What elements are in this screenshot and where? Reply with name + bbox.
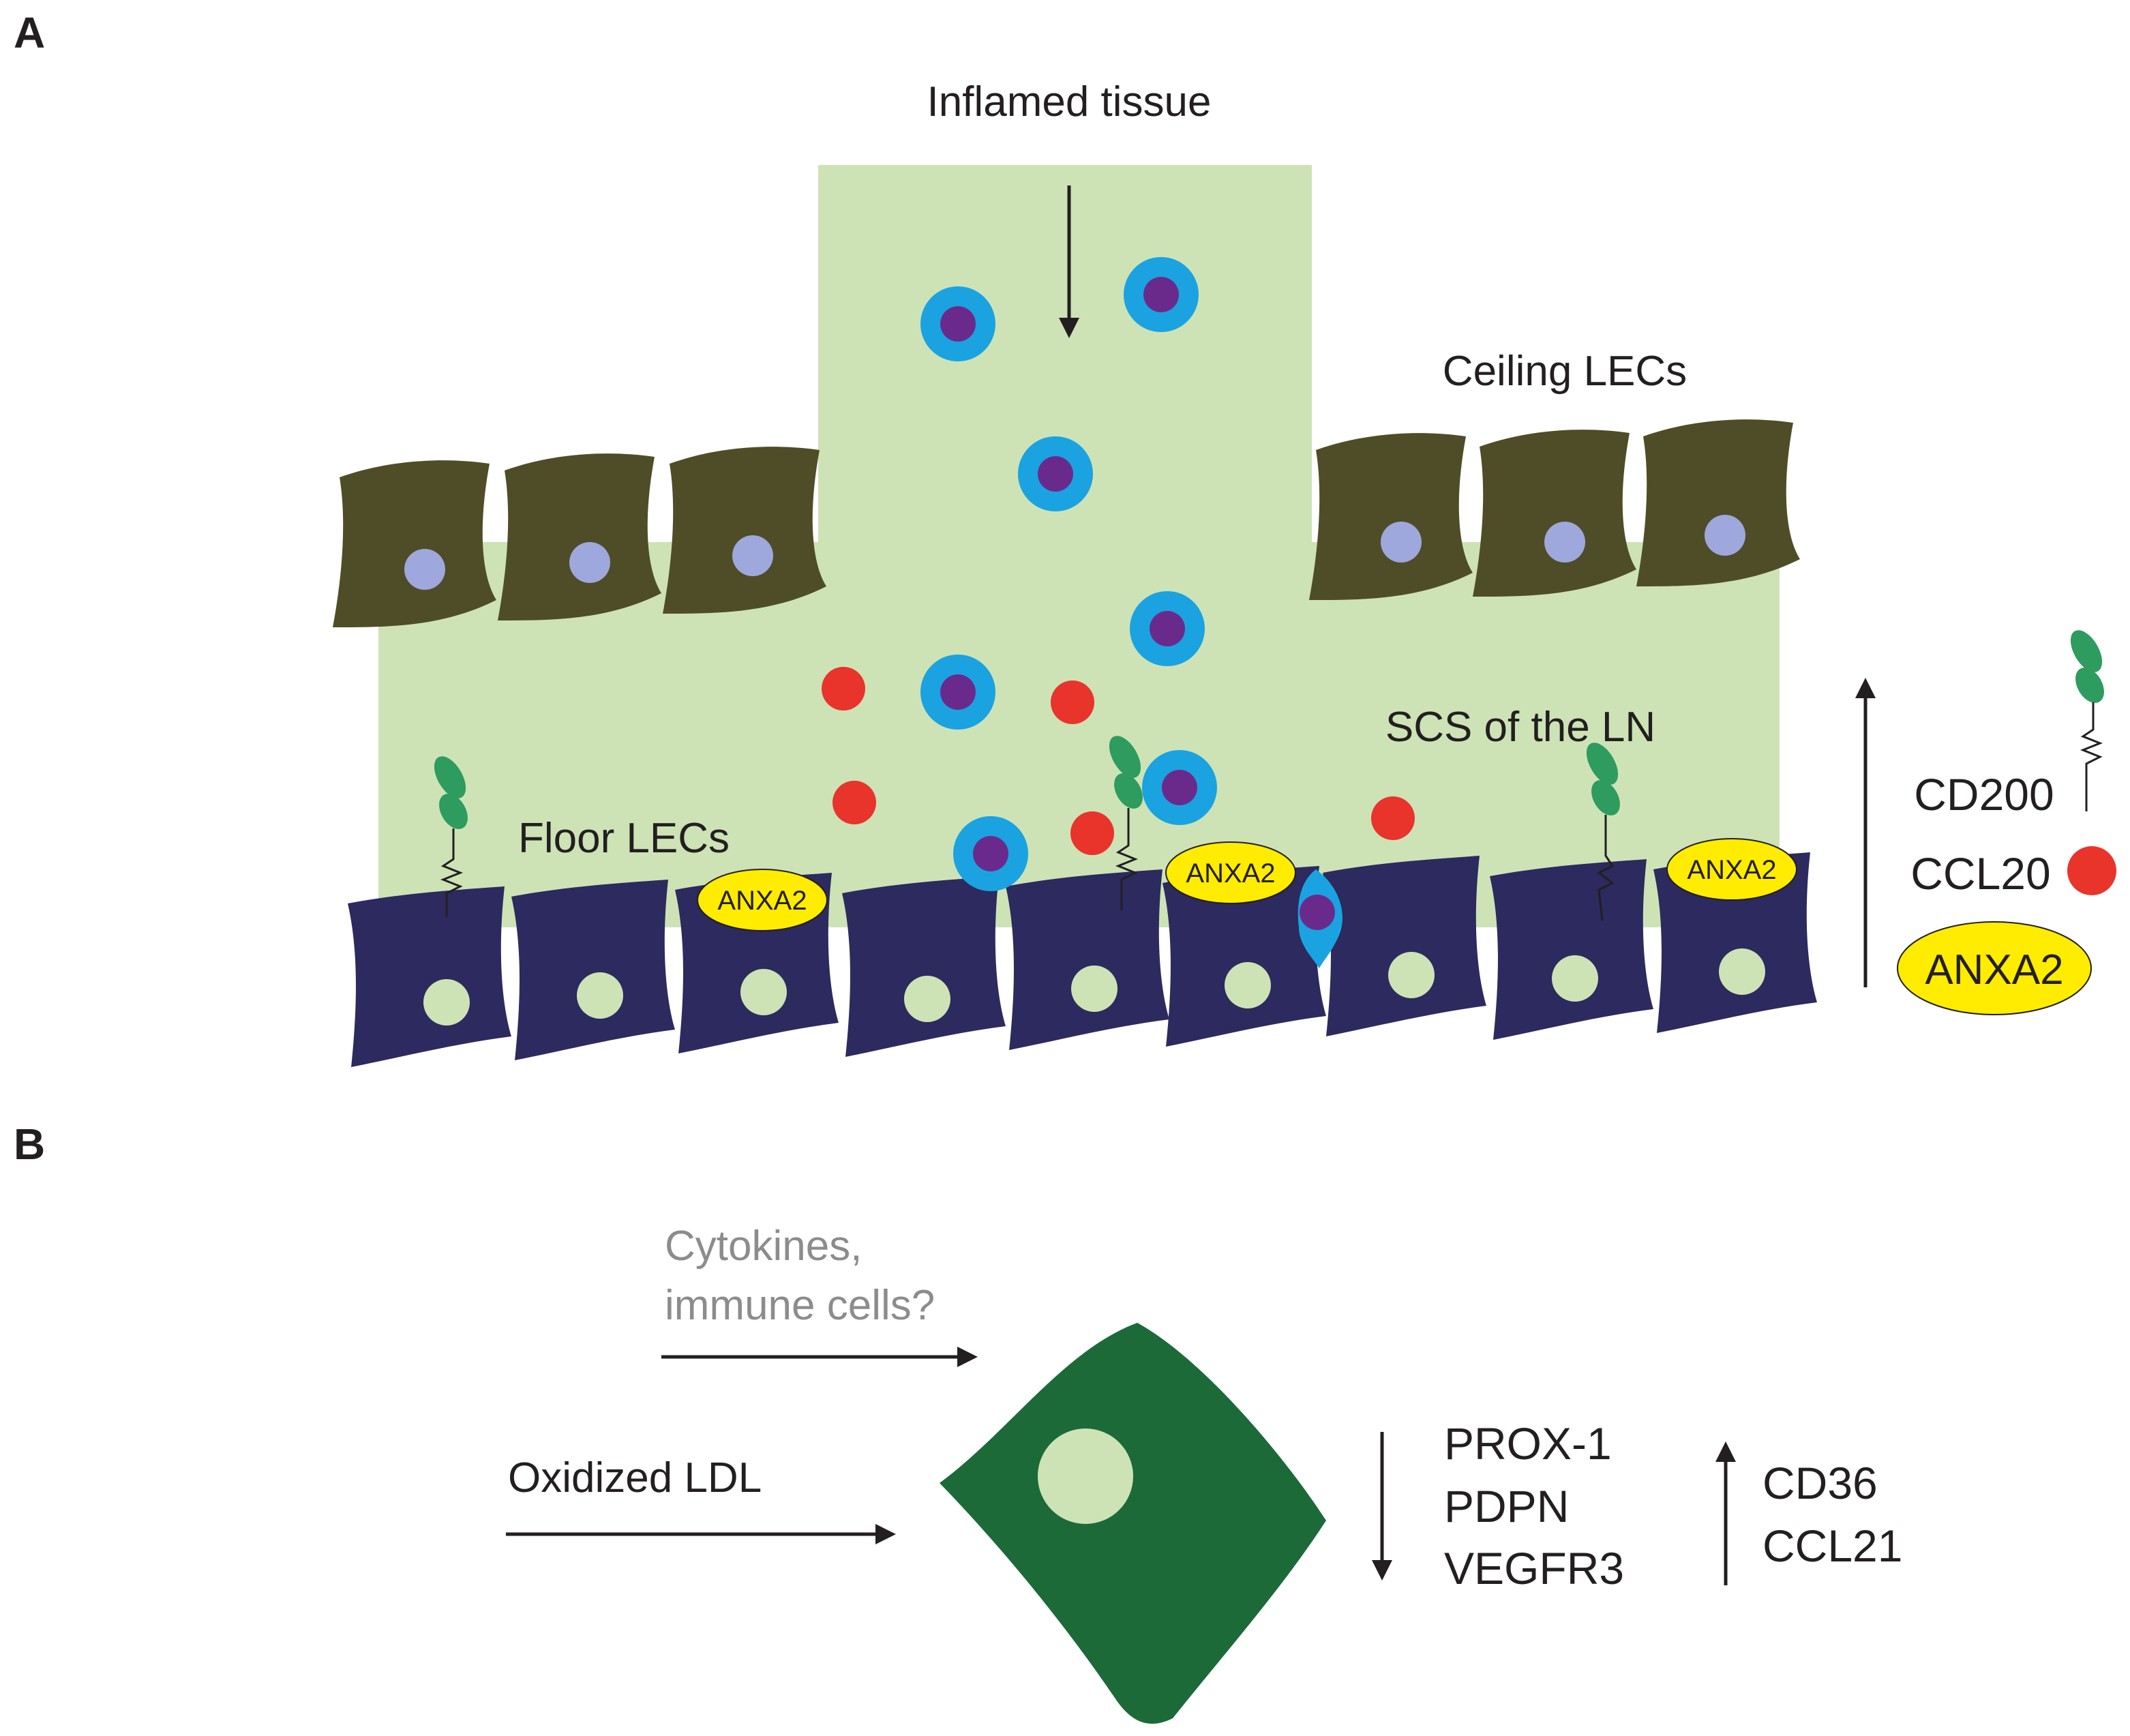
svg-text:PDPN: PDPN — [1444, 1481, 1569, 1531]
svg-text:ANXA2: ANXA2 — [1186, 858, 1275, 888]
scs-label: SCS of the LN — [1385, 704, 1655, 751]
panel-b-letter: B — [14, 1120, 45, 1169]
oxidized-ldl-label: Oxidized LDL — [508, 1454, 762, 1501]
downregulated-markers: PROX-1 PDPN VEGFR3 — [1444, 1418, 1624, 1593]
anxa2-marker: ANXA2 — [1666, 838, 1797, 901]
cd200-receptor — [434, 756, 468, 917]
svg-text:CCL20: CCL20 — [1910, 848, 2050, 899]
inflamed-tissue-label: Inflamed tissue — [927, 78, 1212, 125]
cd200-receptor — [1109, 736, 1143, 910]
legend-cd200: CD200 — [1914, 630, 2104, 820]
upregulated-markers: CD36 CCL21 — [1762, 1458, 1902, 1571]
cytokines-label-line1: Cytokines, — [665, 1223, 862, 1270]
svg-text:CD200: CD200 — [1914, 769, 2054, 820]
floor-lecs-label: Floor LECs — [518, 815, 730, 862]
cd200-receptor — [1586, 743, 1620, 921]
svg-text:ANXA2: ANXA2 — [1925, 946, 2063, 993]
anxa2-marker: ANXA2 — [1165, 841, 1296, 904]
svg-text:CCL21: CCL21 — [1762, 1521, 1902, 1571]
svg-text:ANXA2: ANXA2 — [717, 886, 807, 916]
ccl20-molecules — [822, 667, 1415, 855]
legend-anxa2: ANXA2 — [1897, 921, 2092, 1015]
modified-lec-cell — [940, 1323, 1326, 1724]
legend-ccl20: CCL20 — [1910, 846, 2116, 899]
svg-text:ANXA2: ANXA2 — [1687, 855, 1776, 885]
floor-lec-group — [348, 852, 1817, 1067]
ceiling-lec-left-group — [333, 447, 826, 627]
cytokines-label-line2: immune cells? — [665, 1282, 935, 1329]
ceiling-lec-right-group — [1309, 419, 1800, 600]
svg-text:CD36: CD36 — [1762, 1458, 1878, 1508]
panel-a-letter: A — [14, 8, 45, 57]
ceiling-lecs-label: Ceiling LECs — [1443, 348, 1687, 395]
svg-text:VEGFR3: VEGFR3 — [1444, 1543, 1624, 1593]
immune-cells — [920, 257, 1342, 968]
svg-text:PROX-1: PROX-1 — [1444, 1418, 1612, 1469]
transmigrating-immune-cell — [1298, 869, 1342, 968]
anxa2-marker: ANXA2 — [697, 869, 828, 931]
